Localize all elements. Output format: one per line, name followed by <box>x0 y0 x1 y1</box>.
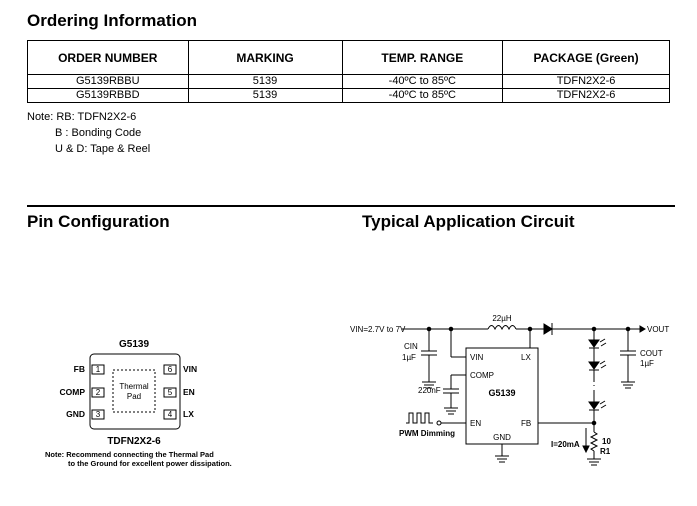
pin-name: LX <box>183 409 194 419</box>
vin-label: VIN=2.7V to 7V <box>350 325 406 334</box>
resistor-r1 <box>589 431 599 452</box>
pin-en: 5 EN <box>163 387 195 398</box>
pwm-label: PWM Dimming <box>399 429 455 438</box>
g5139-chip <box>465 347 539 445</box>
note-line: B : Bonding Code <box>55 127 142 139</box>
pin-number: 1 <box>96 365 101 374</box>
resistor-name: R1 <box>600 447 611 456</box>
pin-name: GND <box>66 409 85 419</box>
chip-pin-vin: VIN <box>470 353 484 362</box>
pin-comp: COMP 2 <box>60 387 105 398</box>
cin-value: 1µF <box>402 353 416 362</box>
pin-number: 2 <box>96 388 101 397</box>
led <box>588 360 607 371</box>
chip-pin-fb: FB <box>521 419 531 428</box>
header-temp-range: TEMP. RANGE <box>341 40 504 75</box>
pin-note: to the Ground for excellent power dissip… <box>68 459 232 468</box>
ordering-title: Ordering Information <box>27 11 197 30</box>
pin-number: 5 <box>168 388 173 397</box>
schottky-diode <box>543 323 553 335</box>
package-label: TDFN2X2-6 <box>107 436 161 447</box>
pin-number: 3 <box>96 410 101 419</box>
note-line: U & D: Tape & Reel <box>55 143 151 155</box>
vout-label: VOUT <box>647 325 669 334</box>
chip-pin-lx: LX <box>521 353 531 362</box>
chip-pin-en: EN <box>470 419 481 428</box>
current-label: I=20mA <box>551 440 580 449</box>
application-circuit <box>402 323 646 466</box>
pin-number: 4 <box>168 410 173 419</box>
cell-package: TDFN2X2-6 <box>502 88 670 103</box>
inductor-label: 22µH <box>492 314 512 323</box>
table-row: G5139RBBU 5139 -40ºC to 85ºC TDFN2X2-6 <box>27 74 670 89</box>
thermal-pad <box>112 369 156 413</box>
pad-label: Pad <box>127 392 141 401</box>
table-row: G5139RBBD 5139 -40ºC to 85ºC TDFN2X2-6 <box>27 88 670 103</box>
chip-name: G5139 <box>488 388 515 398</box>
pin-fb: FB 1 <box>74 364 105 375</box>
resistor-value: 10 <box>602 437 611 446</box>
chip-pin-comp: COMP <box>470 371 494 380</box>
note-line: Note: RB: TDFN2X2-6 <box>27 111 137 123</box>
cout-label: COUT <box>640 349 663 358</box>
pin-config-title: Pin Configuration <box>27 212 170 231</box>
pin-vin: 6 VIN <box>163 364 197 375</box>
table-header-row: ORDER NUMBER MARKING TEMP. RANGE PACKAGE… <box>27 40 670 75</box>
cell-package: TDFN2X2-6 <box>502 74 670 89</box>
pin-name: VIN <box>183 364 197 374</box>
cin-label: CIN <box>404 342 418 351</box>
pin-note: Note: Recommend connecting the Thermal P… <box>45 450 214 459</box>
pwm-waveform <box>406 412 433 424</box>
comp-cap-label: 220nF <box>418 386 441 395</box>
header-order-number: ORDER NUMBER <box>27 40 189 75</box>
cell-temp-range: -40ºC to 85ºC <box>341 74 504 89</box>
header-package: PACKAGE (Green) <box>502 40 670 75</box>
ordering-table: ORDER NUMBER MARKING TEMP. RANGE PACKAGE… <box>27 40 670 103</box>
pin-name: FB <box>74 364 85 374</box>
chip-name: G5139 <box>119 339 149 350</box>
pin-number: 6 <box>168 365 173 374</box>
pin-gnd: GND 3 <box>66 409 105 420</box>
pin-name: EN <box>183 387 195 397</box>
app-circuit-title: Typical Application Circuit <box>362 212 575 231</box>
cell-marking: 5139 <box>187 88 343 103</box>
pin-name: COMP <box>60 387 86 397</box>
cout-value: 1µF <box>640 359 654 368</box>
led <box>588 400 607 411</box>
pad-label: Thermal <box>119 382 149 391</box>
inductor <box>487 325 517 331</box>
header-marking: MARKING <box>187 40 343 75</box>
cell-temp-range: -40ºC to 85ºC <box>341 88 504 103</box>
ordering-notes: Note: RB: TDFN2X2-6 B : Bonding Code U &… <box>27 109 150 157</box>
pin-lx: 4 LX <box>163 409 194 420</box>
led <box>588 338 607 349</box>
chip-pin-gnd: GND <box>493 433 511 442</box>
section-divider <box>27 205 675 207</box>
